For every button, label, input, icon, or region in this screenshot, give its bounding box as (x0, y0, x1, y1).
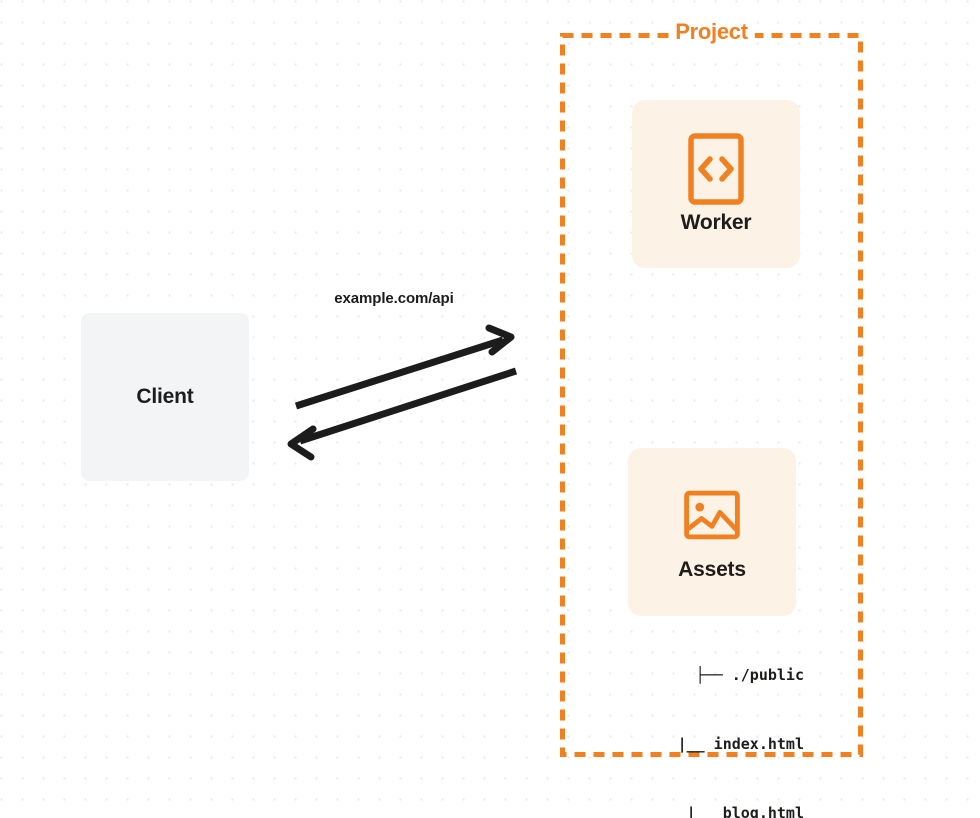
file-tree-row: |__ blog.html (686, 804, 804, 818)
file-tree-row: |__ index.html (677, 735, 804, 753)
assets-node-label: Assets (678, 558, 746, 581)
client-node[interactable]: Client (81, 313, 249, 481)
client-node-label: Client (136, 385, 194, 408)
project-dashed-border (560, 33, 863, 757)
code-brackets-icon (688, 133, 744, 205)
worker-node-label: Worker (680, 211, 752, 234)
request-url-label: example.com/api (334, 290, 454, 307)
response-arrow (287, 367, 518, 461)
image-icon (684, 482, 740, 548)
worker-node[interactable]: Worker (632, 100, 800, 268)
assets-node[interactable]: Assets (628, 448, 796, 616)
project-title: Project (668, 19, 755, 45)
project-container: Project (560, 19, 863, 757)
assets-file-tree: ├── ./public |__ index.html |__ blog.htm… (604, 618, 804, 818)
file-tree-row: ├── ./public (695, 666, 804, 684)
request-arrow (294, 324, 515, 410)
